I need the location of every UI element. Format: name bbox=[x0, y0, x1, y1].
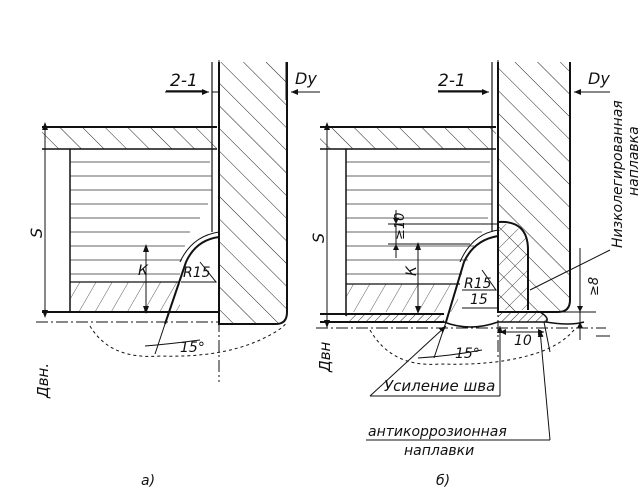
right-plate bbox=[320, 126, 496, 316]
right-dy-label: Dу bbox=[588, 69, 610, 88]
left-radius-label: R15 bbox=[183, 265, 211, 281]
right-min8-dimension: ≥8 bbox=[528, 248, 602, 340]
right-low-alloy-line2: наплавка bbox=[626, 126, 642, 196]
right-radius-callout: R15 15 bbox=[462, 269, 498, 309]
left-dy-dimension: Dу bbox=[285, 62, 320, 100]
right-min10-label: ≥10 bbox=[393, 213, 408, 240]
right-size15-label: 15 bbox=[470, 292, 488, 308]
right-dy-dimension: Dу bbox=[569, 62, 610, 100]
right-size10-label: 10 bbox=[514, 333, 532, 349]
right-anticorrosion-callout: антикоррозионная наплавки bbox=[366, 329, 551, 459]
left-pipe-wall bbox=[211, 62, 288, 325]
left-dy-label: Dу bbox=[295, 69, 317, 88]
right-caption: б) bbox=[436, 473, 450, 489]
left-s-label: S bbox=[27, 228, 46, 238]
right-k-label: К bbox=[404, 265, 420, 276]
left-k-dimension: К bbox=[138, 244, 149, 314]
left-k-label: К bbox=[138, 263, 149, 279]
left-dvn-label: Двн. bbox=[34, 363, 52, 399]
right-dvn-label: Двн bbox=[316, 341, 334, 373]
left-s-dimension: S bbox=[27, 122, 48, 318]
right-min8-label: ≥8 bbox=[587, 277, 602, 296]
right-gap-label: 2-1 bbox=[438, 71, 466, 91]
left-caption: а) bbox=[141, 473, 155, 489]
left-plate bbox=[42, 126, 219, 313]
right-gap-dimension: 2-1 bbox=[438, 71, 489, 95]
right-k-dimension: К bbox=[404, 242, 421, 314]
right-anticorrosion-line2: наплавки bbox=[404, 443, 474, 459]
right-weld bbox=[443, 229, 499, 328]
right-s-label: S bbox=[309, 233, 328, 243]
right-size10-dimension: 10 bbox=[500, 321, 551, 353]
right-angle-label: 15° bbox=[455, 346, 480, 362]
right-low-alloy-overlay bbox=[497, 220, 529, 310]
right-low-alloy-callout: Низколегированная наплавка bbox=[529, 100, 642, 291]
left-angle-label: 15° bbox=[180, 340, 205, 356]
right-radius-label: R15 bbox=[464, 276, 492, 292]
right-min10-dimension: ≥10 bbox=[388, 210, 498, 258]
right-anticorrosion-layer bbox=[320, 311, 585, 325]
right-s-dimension: S bbox=[309, 122, 330, 328]
right-anticorrosion-line1: антикоррозионная bbox=[368, 424, 507, 440]
left-gap-label: 2-1 bbox=[170, 71, 198, 91]
left-gap-dimension: 2-1 bbox=[165, 71, 219, 95]
left-angle-dimension: 15° bbox=[144, 323, 205, 356]
right-low-alloy-line1: Низколегированная bbox=[610, 100, 626, 248]
left-radius-callout: R15 bbox=[181, 261, 218, 283]
left-weld bbox=[164, 231, 220, 325]
right-weld-reinforcement-label: Усиление шва bbox=[384, 377, 495, 395]
right-view: 2-1 Dу S К ≥10 bbox=[309, 60, 642, 489]
right-weld-reinforcement-callout: Усиление шва bbox=[369, 325, 503, 397]
left-view: 2-1 Dу S К R15 bbox=[27, 60, 320, 489]
